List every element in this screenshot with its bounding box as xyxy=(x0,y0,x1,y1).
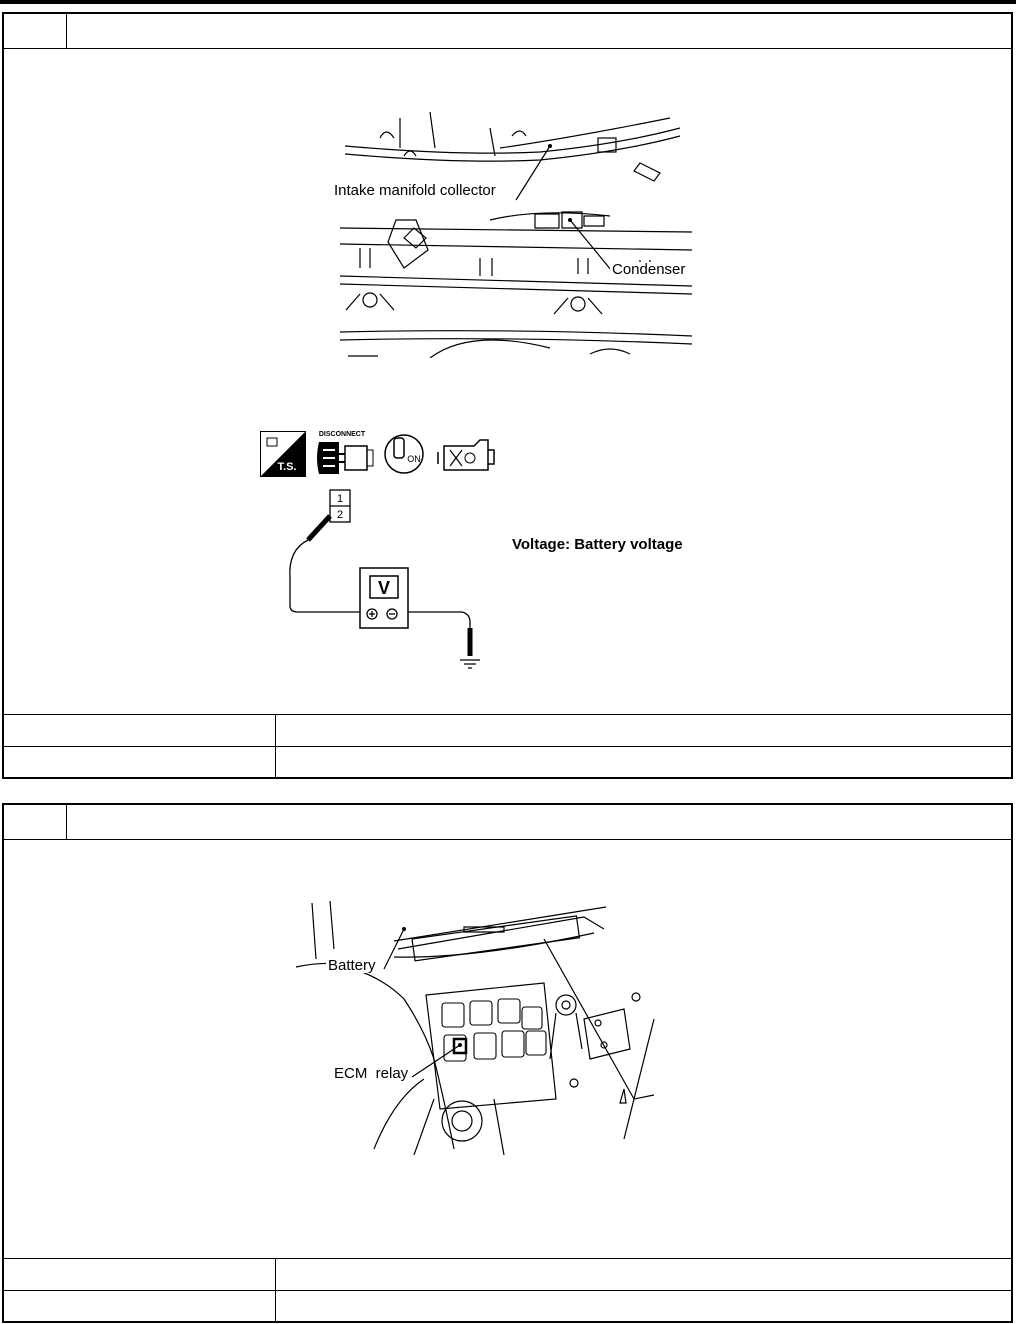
step-header-2 xyxy=(4,805,1011,840)
ignition-on-label: ON xyxy=(407,454,421,464)
voltmeter-symbol: V xyxy=(378,578,390,598)
terminal-1: 1 xyxy=(337,493,343,505)
page-top-rule xyxy=(0,0,1016,4)
result-cell-1a xyxy=(4,715,276,746)
step-box-1: Intake manifold collector Condenser T.S.… xyxy=(2,12,1013,779)
step-number-cell-1 xyxy=(4,14,67,48)
callout-intake-manifold-collector: Intake manifold collector xyxy=(332,182,498,199)
callout-battery: Battery xyxy=(326,957,378,974)
ecm-relay-diagram xyxy=(295,900,655,1155)
result-cell-1b xyxy=(4,747,276,778)
voltage-spec: Voltage: Battery voltage xyxy=(512,536,683,553)
ts-icon-label: T.S. xyxy=(278,461,297,473)
result-cell-2a xyxy=(4,1259,276,1290)
ignition-key-icon: ON xyxy=(382,432,430,476)
voltage-check-diagram: 1 2 V xyxy=(289,489,480,669)
step-number-cell-2 xyxy=(4,805,67,839)
ts-icon: T.S. xyxy=(260,431,306,477)
result-row-2a xyxy=(4,1258,1011,1290)
terminal-2: 2 xyxy=(337,509,343,521)
callout-ecm-relay: ECM relay xyxy=(332,1065,411,1082)
disconnect-icon-label: DISCONNECT xyxy=(319,431,366,438)
step-box-2: Battery ECM relay xyxy=(2,803,1013,1323)
result-row-1b xyxy=(4,746,1011,778)
intake-manifold-diagram xyxy=(340,111,692,358)
result-row-2b xyxy=(4,1290,1011,1322)
disconnect-icon: DISCONNECT xyxy=(309,428,375,478)
result-row-1a xyxy=(4,714,1011,746)
engine-off-icon xyxy=(436,432,496,476)
callout-condenser: Condenser xyxy=(610,261,688,278)
voltmeter xyxy=(359,567,409,629)
step-header-1 xyxy=(4,14,1011,49)
result-cell-2b xyxy=(4,1291,276,1322)
